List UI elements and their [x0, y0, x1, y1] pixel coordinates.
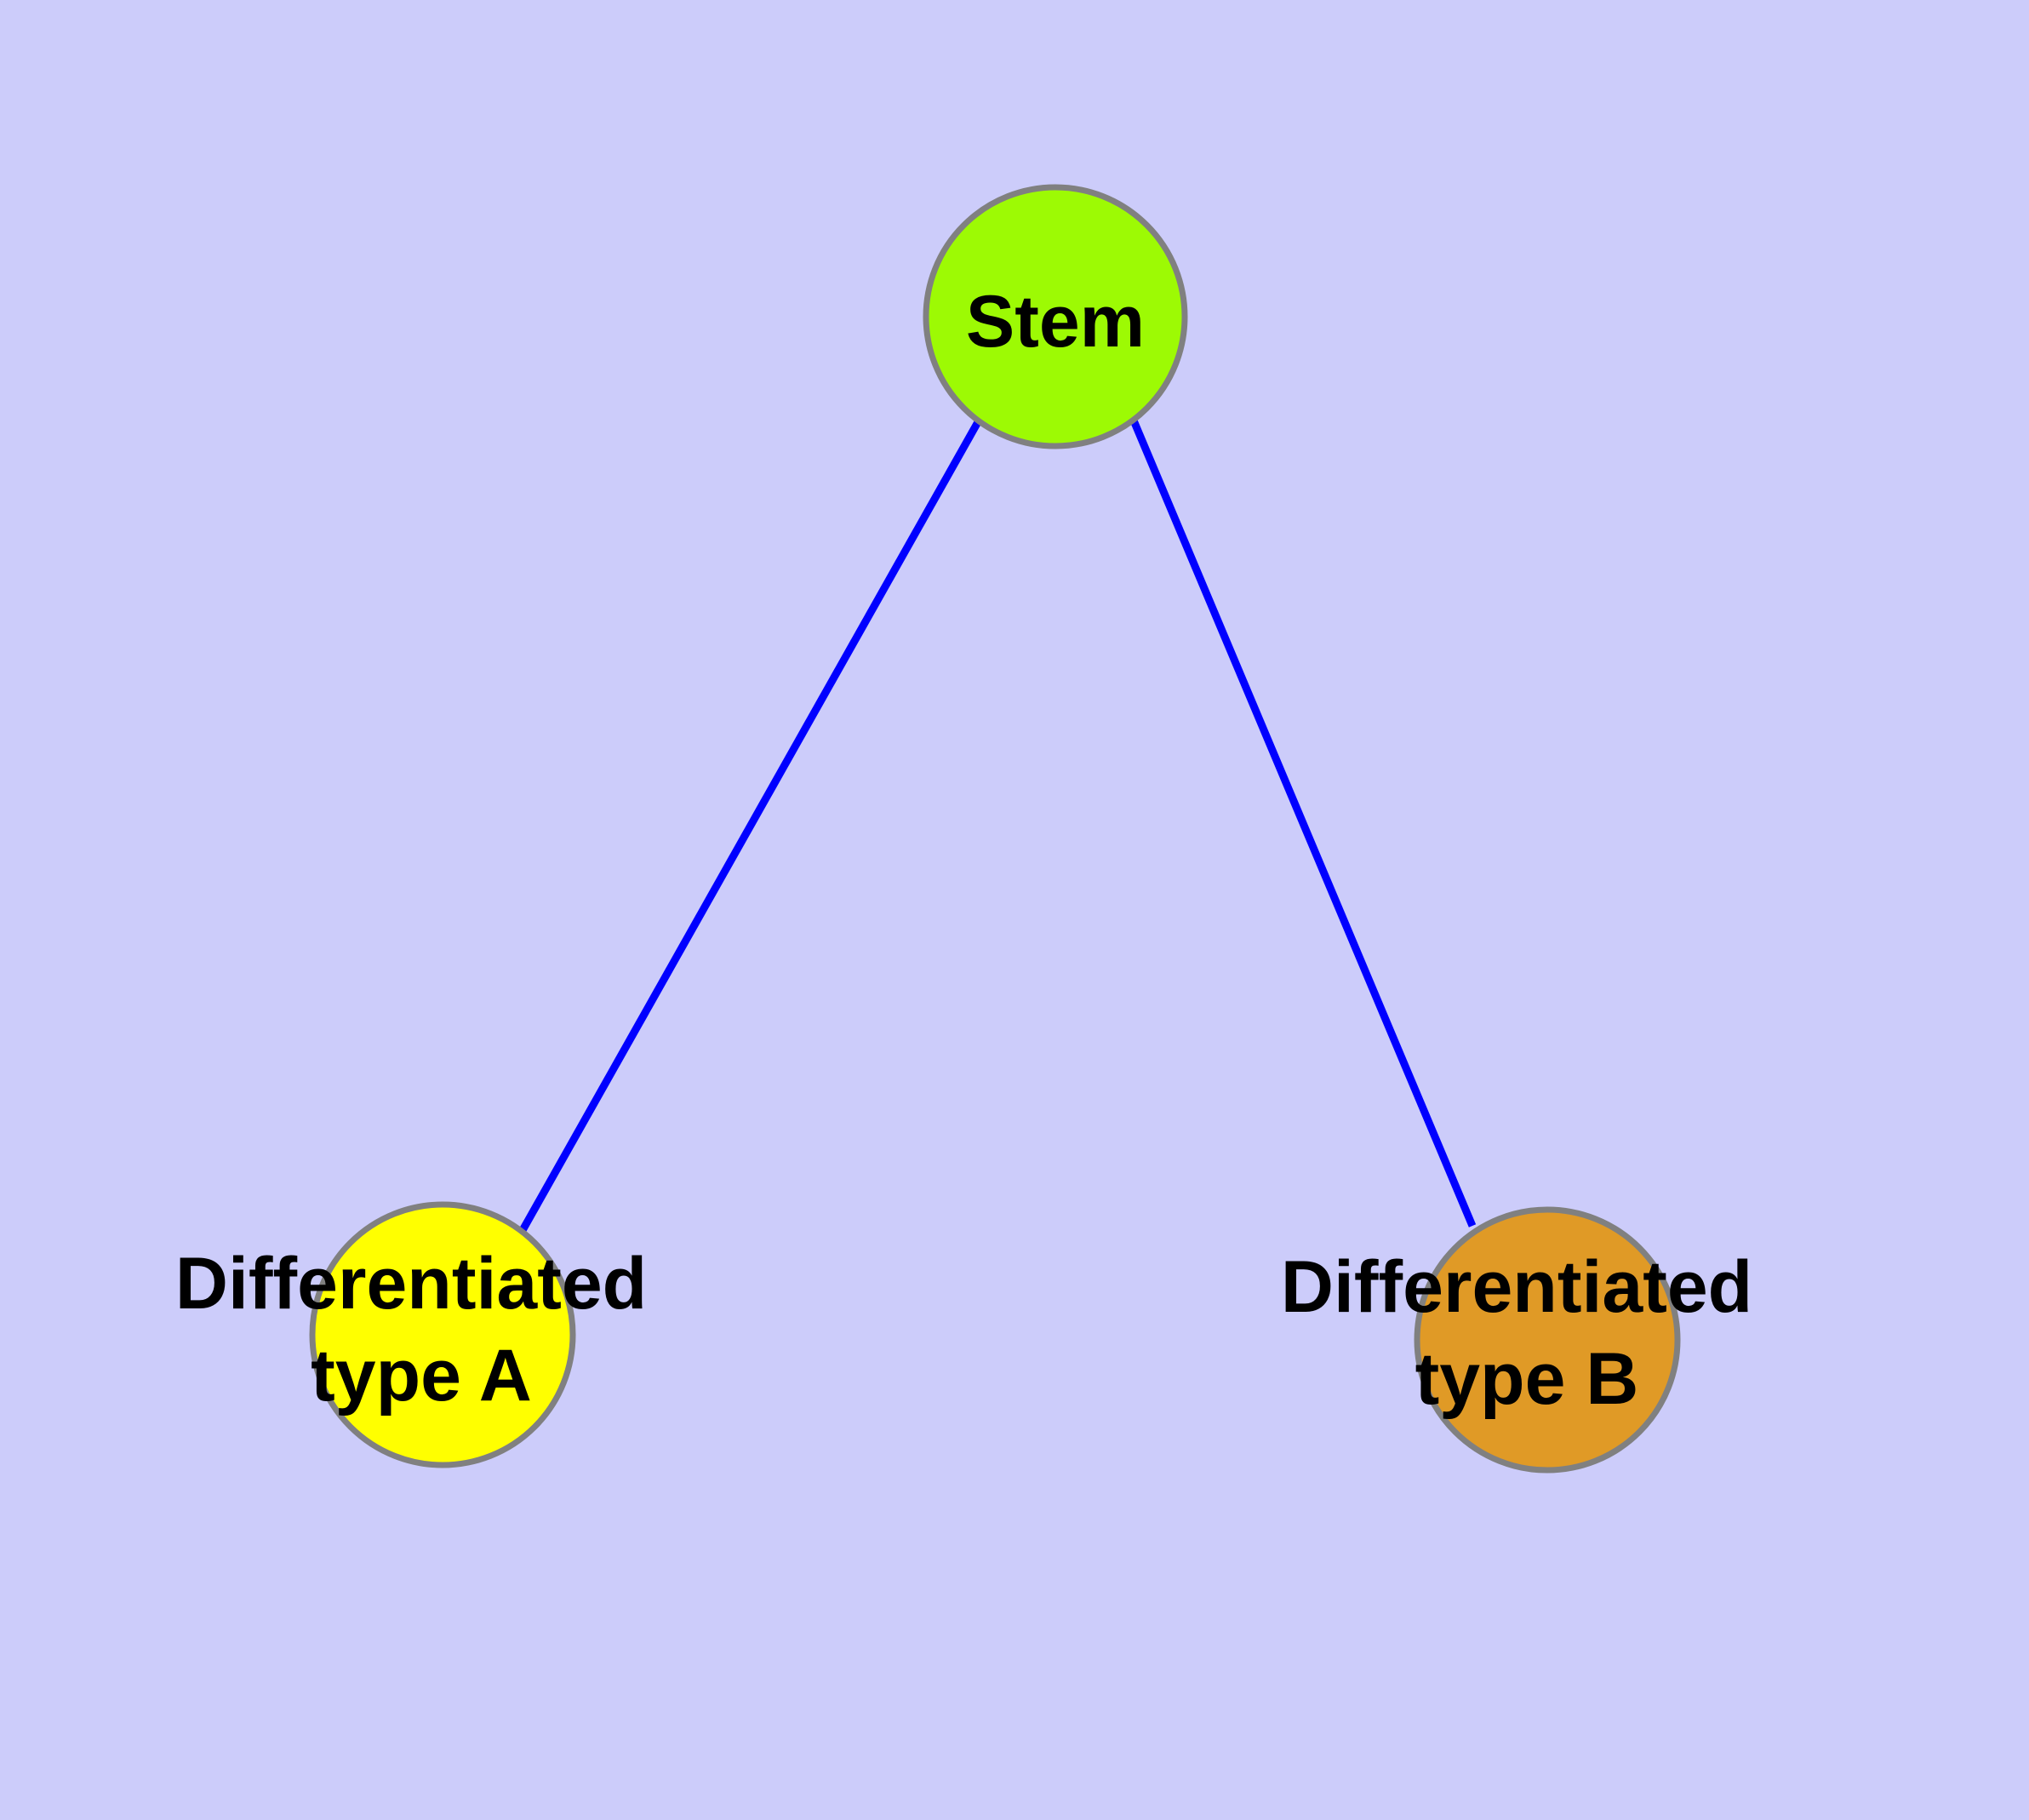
edge-stem-to-differentiated-type-a[interactable]: [518, 418, 982, 1234]
node-differentiated-type-a-label: Differentiated type A: [175, 1243, 667, 1417]
node-differentiated-type-a-label-line-2: type A: [311, 1335, 532, 1417]
node-differentiated-type-b-circle[interactable]: [1414, 1206, 1681, 1474]
nodes-layer: Stem Differentiated type A Differentiate…: [175, 184, 1773, 1474]
node-stem-label: Stem: [966, 281, 1145, 363]
node-differentiated-type-b-label: Differentiated type B: [1281, 1246, 1773, 1420]
node-differentiated-type-a-circle[interactable]: [309, 1201, 576, 1468]
node-differentiated-type-b-label-line-2: type B: [1415, 1338, 1639, 1420]
node-stem[interactable]: Stem: [923, 184, 1188, 449]
node-stem-circle[interactable]: [923, 184, 1188, 449]
node-differentiated-type-a-label-line-1: Differentiated: [175, 1243, 647, 1325]
edges-layer: [518, 418, 1477, 1234]
node-differentiated-type-b[interactable]: Differentiated type B: [1281, 1206, 1773, 1474]
node-differentiated-type-b-label-line-1: Differentiated: [1281, 1246, 1752, 1328]
node-stem-label-line-1: Stem: [966, 281, 1145, 363]
edge-stem-to-differentiated-type-b[interactable]: [1129, 419, 1477, 1228]
node-differentiated-type-a[interactable]: Differentiated type A: [175, 1201, 667, 1468]
